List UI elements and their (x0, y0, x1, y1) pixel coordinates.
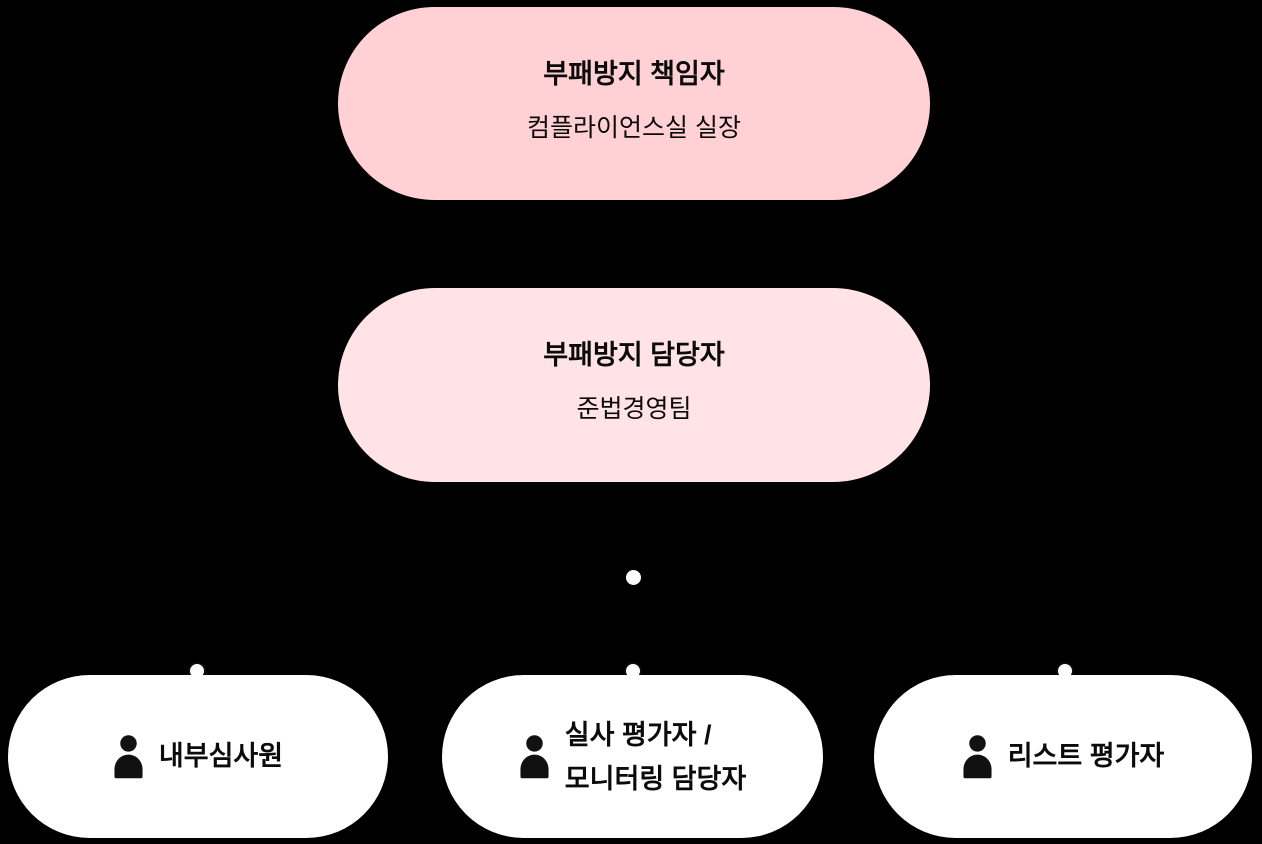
node-subtitle: 준법경영팀 (576, 395, 692, 423)
node-label: 리스트 평가자 (1007, 741, 1165, 771)
person-icon (519, 734, 550, 779)
node-list-evaluator: 리스트 평가자 (874, 675, 1252, 838)
node-title: 부패방지 담당자 (543, 340, 725, 370)
node-label-line1: 실사 평가자 / (564, 719, 712, 750)
node-due-diligence-evaluator: 실사 평가자 / 모니터링 담당자 (442, 675, 823, 838)
node-internal-auditor: 내부심사원 (8, 675, 388, 838)
node-anti-corruption-manager: 부패방지 담당자 준법경영팀 (338, 288, 930, 482)
node-label: 내부심사원 (158, 741, 284, 771)
node-title: 부패방지 책임자 (543, 58, 725, 89)
node-anti-corruption-officer: 부패방지 책임자 컴플라이언스실 실장 (338, 7, 930, 200)
connector-dot (626, 570, 641, 585)
node-subtitle: 컴플라이언스실 실장 (527, 113, 741, 142)
node-label-line2: 모니터링 담당자 (564, 763, 747, 794)
person-icon (113, 734, 144, 779)
person-icon (962, 734, 993, 779)
node-label: 실사 평가자 / 모니터링 담당자 (565, 713, 746, 801)
